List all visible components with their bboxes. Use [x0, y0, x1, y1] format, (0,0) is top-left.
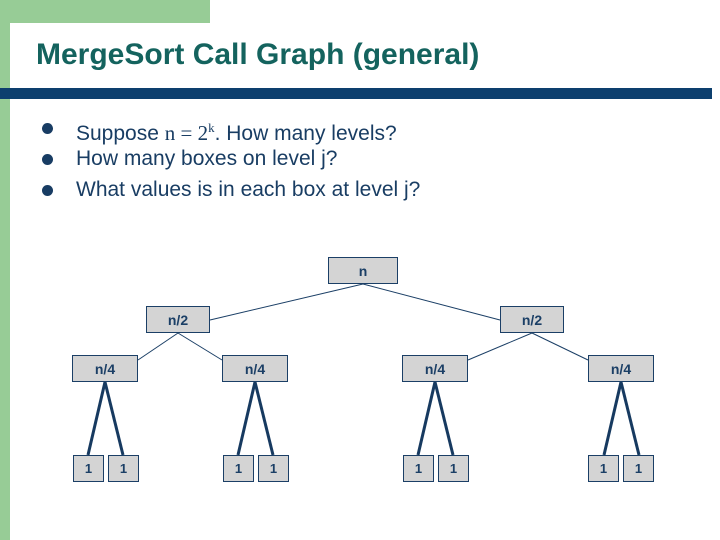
bullet-1-math-eq: = [175, 121, 198, 145]
bullet-item-3-label: What values is in each box at level j? [76, 178, 421, 201]
bullet-item-1-label: Suppose n = 2k. How many levels? [76, 120, 397, 145]
tree-edge-l2a-l3a [86, 381, 107, 456]
bullet-dot-icon [42, 123, 53, 134]
bullet-1-math-exponent: k [208, 120, 215, 135]
tree-edge-l1a-l2a [137, 332, 179, 361]
tree-node-label: n/4 [424, 360, 446, 377]
tree-edge-l2d-l3g [602, 381, 623, 456]
tree-node-l3h: 1 [623, 455, 654, 482]
tree-node-l2c: n/4 [402, 355, 468, 382]
green-side-strip [0, 0, 10, 540]
tree-node-label: n/2 [521, 311, 543, 328]
tree-node-l3d: 1 [258, 455, 289, 482]
tree-node-l3f: 1 [438, 455, 469, 482]
bullet-item-3: What values is in each box at level j? [28, 174, 688, 205]
tree-edge-l1b-l2d [531, 332, 589, 361]
tree-node-label: 1 [234, 461, 243, 476]
bullet-1-pre: Suppose [76, 122, 165, 145]
tree-node-label: 1 [634, 461, 643, 476]
tree-edge-l1b-l2c [467, 332, 533, 361]
tree-node-label: 1 [84, 461, 93, 476]
tree-node-l1a: n/2 [146, 306, 210, 333]
bullet-item-1: Suppose n = 2k. How many levels? [28, 112, 688, 145]
tree-edge-root-l1b [362, 283, 501, 321]
tree-edge-l1a-l2b [177, 332, 223, 361]
tree-node-label: n/2 [167, 311, 189, 328]
tree-edge-l2b-l3c [236, 381, 257, 456]
tree-node-label: n/4 [94, 360, 116, 377]
tree-node-label: 1 [599, 461, 608, 476]
tree-node-l3c: 1 [223, 455, 254, 482]
bullet-list: Suppose n = 2k. How many levels? How man… [28, 112, 688, 205]
tree-node-root: n [328, 257, 398, 284]
tree-node-l3a: 1 [73, 455, 104, 482]
tree-node-l3e: 1 [403, 455, 434, 482]
tree-node-label: n [358, 262, 368, 279]
tree-node-l2b: n/4 [222, 355, 288, 382]
tree-node-l3g: 1 [588, 455, 619, 482]
tree-node-l1b: n/2 [500, 306, 564, 333]
bullet-1-math-power: 2k [197, 120, 215, 145]
tree-node-l2a: n/4 [72, 355, 138, 382]
tree-node-label: n/4 [610, 360, 632, 377]
bullet-1-post: . How many levels? [214, 122, 397, 145]
tree-edge-l2c-l3f [433, 381, 455, 456]
bullet-item-2: How many boxes on level j? [28, 143, 688, 174]
tree-edge-l2a-l3b [103, 381, 125, 456]
tree-edge-root-l1a [209, 283, 364, 321]
title-underline-rule [0, 88, 712, 99]
page-title: MergeSort Call Graph (general) [36, 38, 480, 71]
tree-node-label: n/4 [244, 360, 266, 377]
tree-edge-l2c-l3e [416, 381, 437, 456]
bullet-item-2-label: How many boxes on level j? [76, 147, 338, 170]
tree-node-label: 1 [414, 461, 423, 476]
tree-node-l3b: 1 [108, 455, 139, 482]
tree-edge-l2b-l3d [253, 381, 275, 456]
tree-node-label: 1 [119, 461, 128, 476]
green-corner-accent [0, 0, 210, 23]
tree-node-label: 1 [449, 461, 458, 476]
tree-node-label: 1 [269, 461, 278, 476]
tree-edge-l2d-l3h [619, 381, 641, 456]
bullet-1-math-var: n [164, 121, 176, 145]
bullet-dot-icon [42, 185, 53, 196]
bullet-dot-icon [42, 154, 53, 165]
bullet-1-math-base: 2 [197, 121, 209, 145]
tree-node-l2d: n/4 [588, 355, 654, 382]
